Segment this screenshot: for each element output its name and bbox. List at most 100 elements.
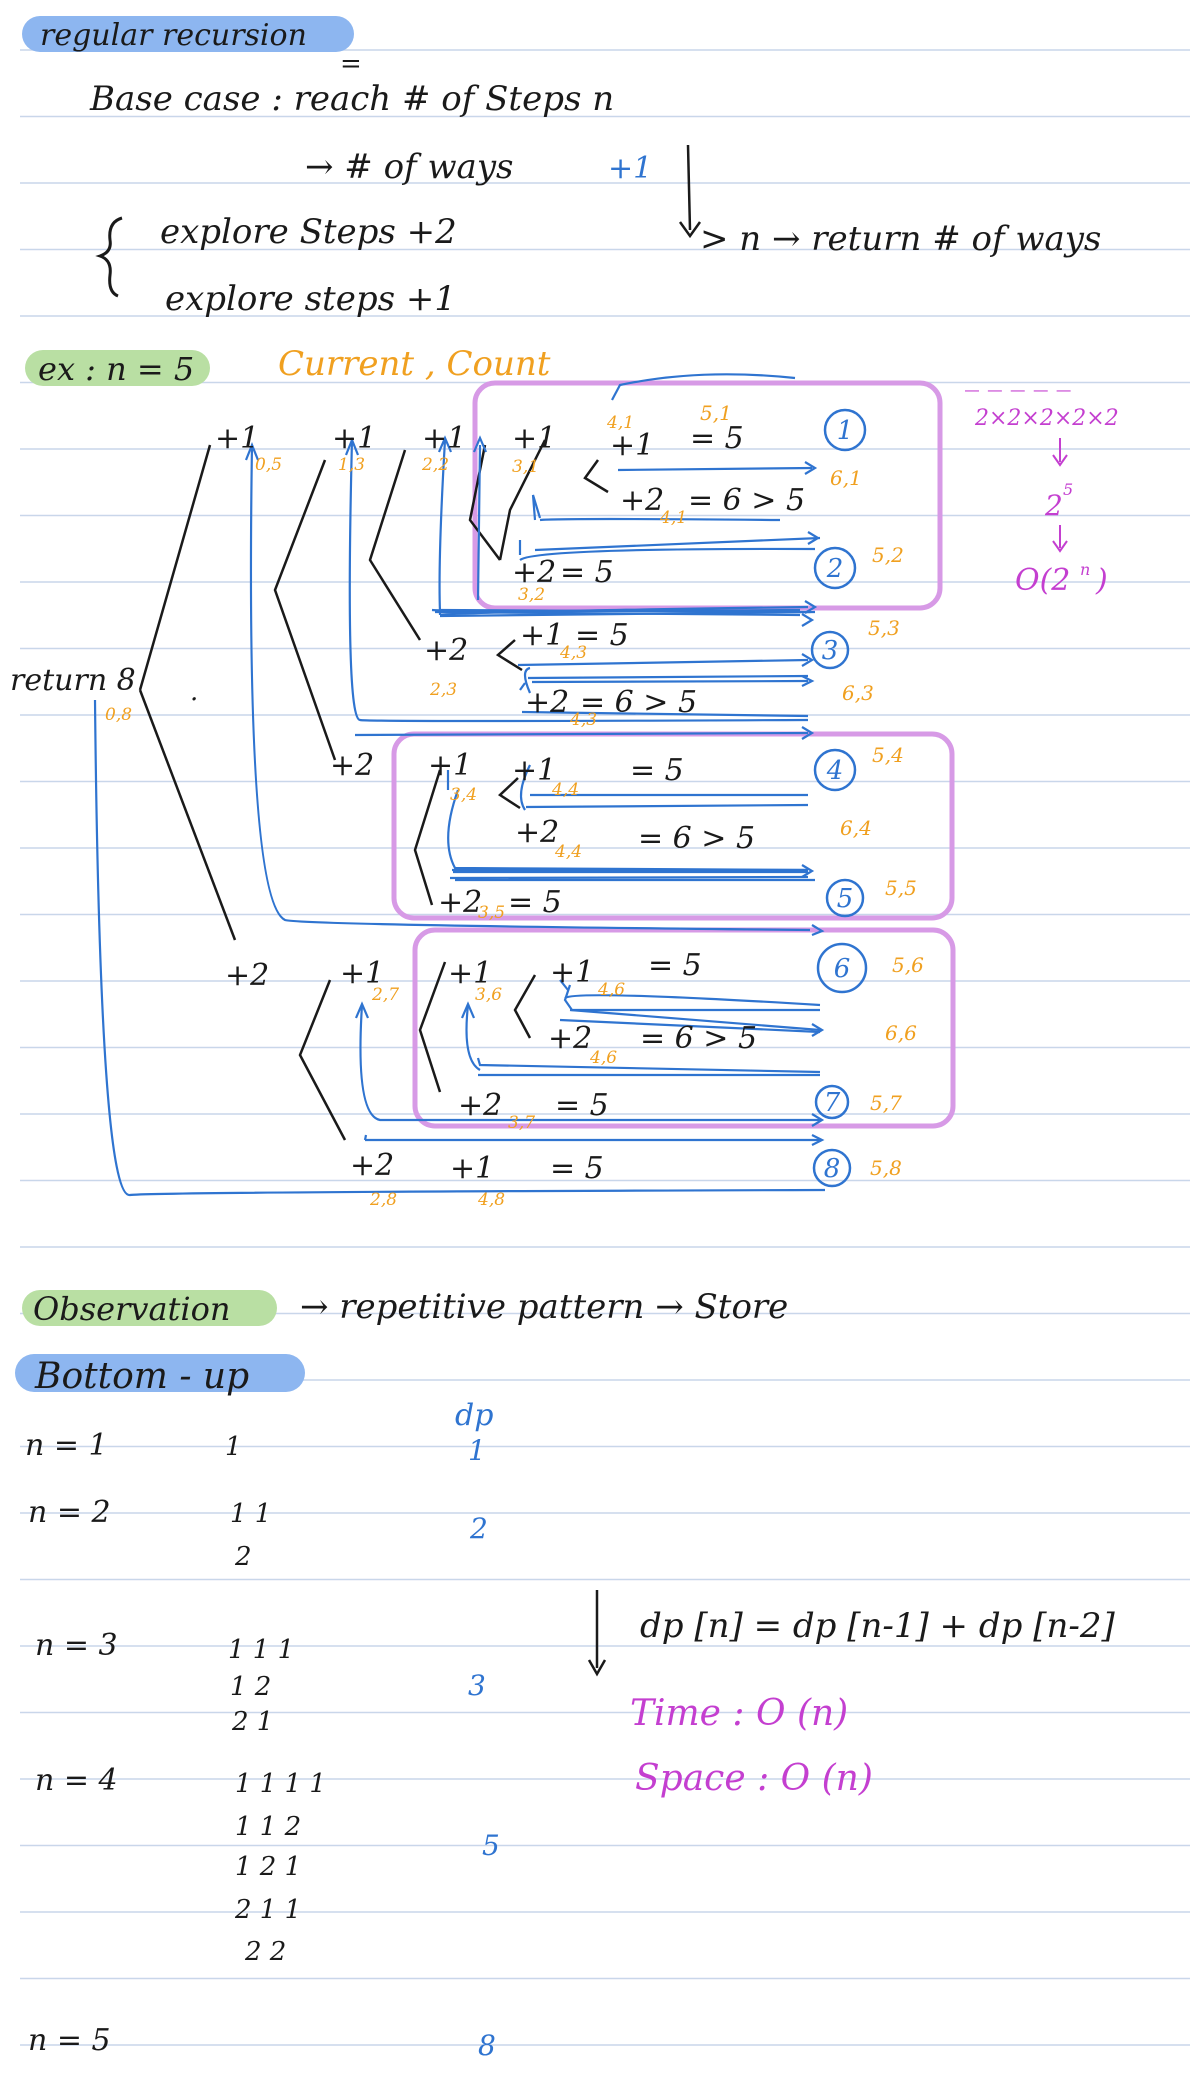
- node-state: 4,4: [551, 780, 579, 800]
- leaf-state: 6,1: [830, 466, 862, 490]
- node-op: +1: [340, 956, 384, 991]
- leaf-number: 7: [824, 1088, 841, 1118]
- node-state: 2,7: [371, 985, 399, 1005]
- node-op: +2: [225, 958, 269, 993]
- dp-value: 2: [469, 1512, 488, 1545]
- node-op: +2: [330, 748, 374, 783]
- leaf-number: 8: [824, 1154, 841, 1184]
- node-op: +1: [450, 1151, 494, 1186]
- explore-step2: explore Steps +2: [160, 212, 457, 252]
- combo-line: 1 2 1: [235, 1852, 301, 1882]
- combo-line: 1: [225, 1432, 242, 1462]
- node-state: 2,2: [421, 455, 449, 475]
- node-op: +1: [428, 748, 472, 783]
- node-state: 1,3: [338, 455, 365, 475]
- n-label: n = 3: [35, 1628, 118, 1663]
- dp-value: 1: [468, 1434, 486, 1467]
- leaf-state: 5,2: [872, 543, 904, 567]
- dp-header: dp: [455, 1398, 493, 1433]
- leaf-states: 5,1 6,1 5,2 5,3 6,3 5,4 6,4 5,5 5,6 6,6 …: [700, 401, 924, 1180]
- leaf-circle: [816, 942, 868, 994]
- observation-text: → repetitive pattern → Store: [300, 1287, 788, 1327]
- arrowheads: [801, 461, 825, 1146]
- node-state: 3,1: [512, 457, 539, 477]
- leaf-state: 5,1: [700, 401, 732, 425]
- node-state: 4,3: [559, 643, 587, 663]
- node-state: 3,2: [518, 585, 545, 605]
- explore-step1: explore steps +1: [165, 279, 456, 319]
- combo-line: 2 1: [231, 1707, 273, 1737]
- equation: = 6 > 5: [638, 821, 755, 856]
- equation: = 5: [648, 948, 702, 983]
- leaf-state: 6,6: [885, 1021, 917, 1045]
- node-op: +1: [512, 421, 556, 456]
- power: 2: [1044, 489, 1063, 522]
- node-op: +1: [332, 421, 376, 456]
- observation-tag: Observation: [33, 1290, 231, 1328]
- equation: = 6 > 5: [580, 685, 697, 720]
- dp-values: 1 2 3 5 8: [468, 1434, 500, 2062]
- node-op: +1: [448, 956, 492, 991]
- leaf-number: 3: [822, 636, 839, 666]
- node-state: 4,1: [606, 413, 634, 433]
- complexity-arrows: [1052, 438, 1068, 553]
- leaf-circle: [813, 546, 857, 590]
- base-case-line: Base case : reach # of Steps n: [89, 79, 614, 119]
- node-op: +2: [620, 483, 664, 518]
- n-label: n = 5: [28, 2023, 111, 2058]
- combo-line: 1 1: [230, 1499, 271, 1529]
- node-op: +1: [550, 955, 594, 990]
- dp-value: 8: [478, 2029, 496, 2062]
- leaf-circle: [825, 878, 865, 918]
- node-op: +1: [422, 421, 466, 456]
- combo-line: 2: [234, 1542, 252, 1572]
- leaf-number: 5: [837, 884, 854, 914]
- node-state: 4,6: [589, 1048, 617, 1068]
- return-label: return 8: [10, 663, 136, 698]
- tag-highlight-observation: [22, 1290, 277, 1326]
- dash-slots: _ _ _ _ _: [965, 359, 1071, 392]
- node-op: +2: [424, 633, 468, 668]
- leaf-circle: [823, 408, 867, 452]
- bottom-up-rows: n = 1 1 n = 2 1 1 2 n = 3 1 1 1 1 2 2 1 …: [25, 1428, 326, 2058]
- dp-value: 3: [468, 1669, 486, 1702]
- recurrence: dp [n] = dp [n-1] + dp [n-2]: [640, 1606, 1115, 1646]
- memo-box-3: [412, 927, 956, 1129]
- node-state: 3,7: [508, 1113, 535, 1133]
- equation: = 5: [575, 618, 629, 653]
- node-op: +2: [548, 1021, 592, 1056]
- return-ways-line: > n → return # of ways: [700, 219, 1101, 259]
- example-tag: ex : n = 5: [38, 350, 194, 388]
- equation: = 5: [690, 421, 744, 456]
- return-state: 0,8: [105, 705, 132, 725]
- leaf-state: 5,4: [872, 743, 904, 767]
- combo-line: 2 2: [244, 1937, 286, 1967]
- node-op: +1: [610, 428, 654, 463]
- equation: = 5: [550, 1151, 604, 1186]
- combo-line: 1 2: [230, 1672, 271, 1702]
- leaf-number: 4: [826, 756, 844, 786]
- leaf-number: 1: [837, 416, 854, 446]
- node-state: 4,1: [659, 508, 687, 528]
- tag-highlight-bottomup: [15, 1354, 305, 1392]
- tree-states: 0,5 1,3 2,2 3,1 4,1 4,1 3,2 2,3 4,3 4,3 …: [255, 413, 687, 1210]
- node-state: 3,6: [475, 985, 502, 1005]
- return-arrows: [93, 373, 826, 1197]
- leaf-state: 5,7: [870, 1091, 902, 1115]
- equation: = 6 > 5: [640, 1021, 757, 1056]
- n-label: n = 1: [25, 1428, 108, 1463]
- product: 2×2×2×2×2: [974, 406, 1119, 431]
- node-state: 3,4: [450, 785, 477, 805]
- leaf-state: 5,8: [870, 1156, 902, 1180]
- explore-brace: [95, 216, 123, 298]
- node-op: +2: [512, 555, 556, 590]
- leaf-numbers: 1 2 3 4 5 6 7 8: [822, 416, 854, 1184]
- leaf-state: 5,6: [892, 953, 924, 977]
- node-state: 4,3: [569, 710, 597, 730]
- node-op: +2: [515, 815, 559, 850]
- node-state: 4,4: [554, 842, 582, 862]
- node-state: 2,3: [429, 680, 457, 700]
- complexity-note: _ _ _ _ _ 2×2×2×2×2 2 5 O(2 n ): [965, 359, 1119, 598]
